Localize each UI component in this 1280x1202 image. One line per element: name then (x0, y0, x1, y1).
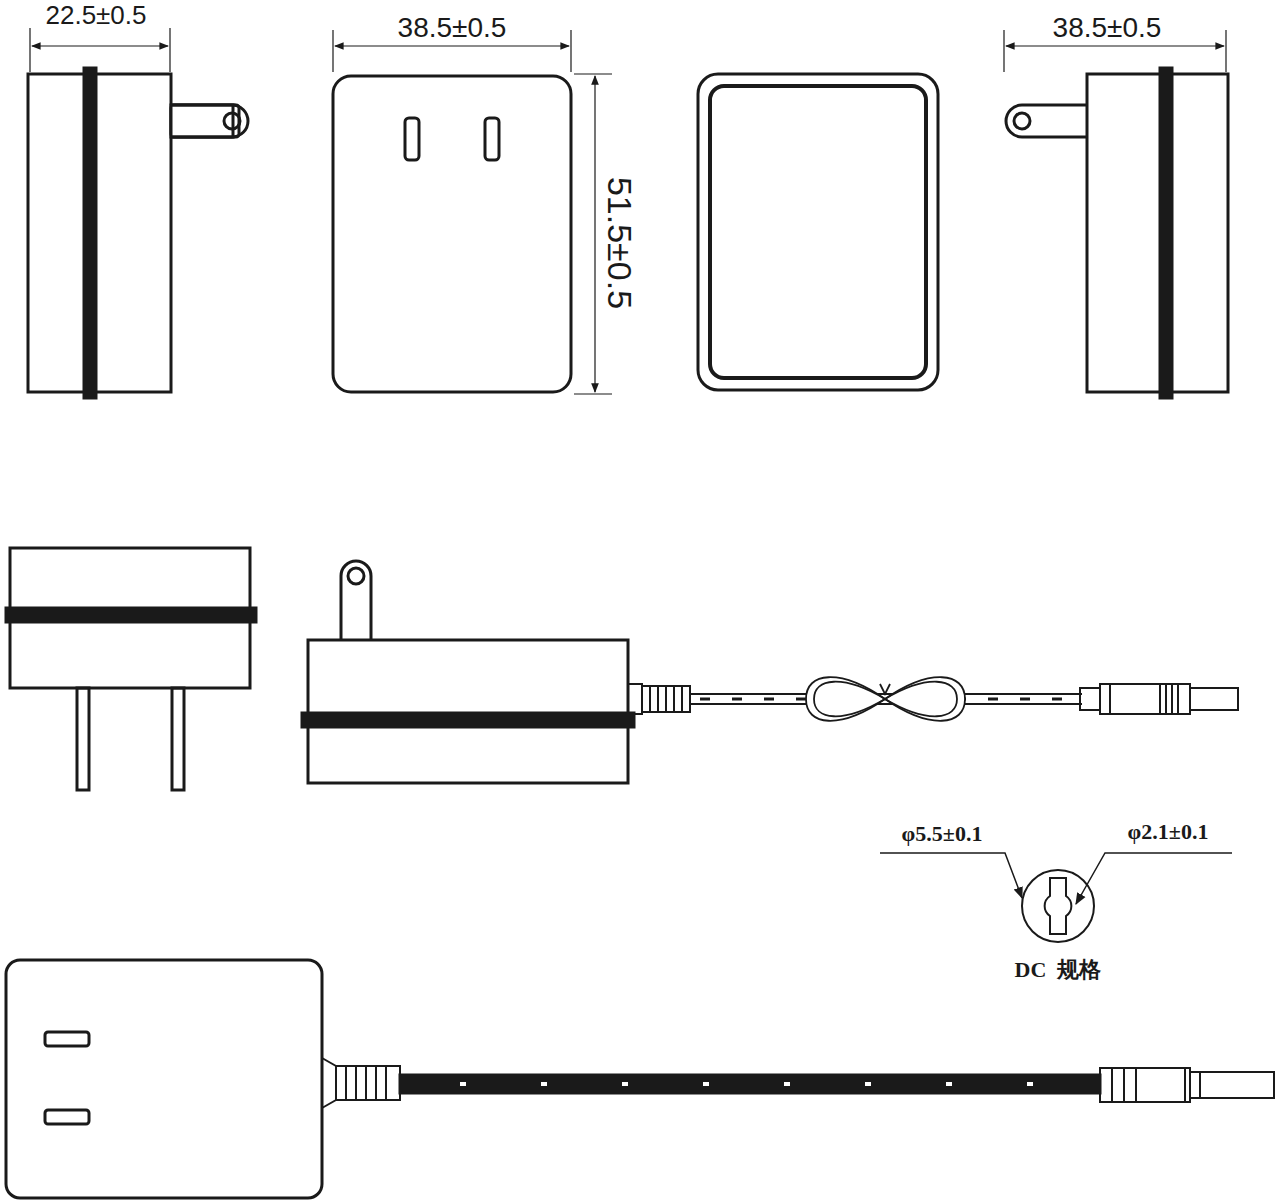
height-dimension: 51.5±0.5 (603, 175, 637, 311)
outer-diameter-label: φ5.5±0.1 (900, 823, 985, 845)
width-dimension: 22.5±0.5 (43, 2, 148, 28)
bottom-view (6, 960, 1274, 1198)
dc-plug-spec (880, 853, 1232, 942)
dc-spec-label: DC 规格 (1013, 959, 1104, 981)
width-dimension: 38.5±0.5 (396, 14, 509, 42)
top-views (28, 28, 1228, 398)
inner-diameter-label: φ2.1±0.1 (1126, 821, 1211, 843)
width-dimension: 38.5±0.5 (1051, 14, 1164, 42)
middle-views (6, 548, 1238, 790)
